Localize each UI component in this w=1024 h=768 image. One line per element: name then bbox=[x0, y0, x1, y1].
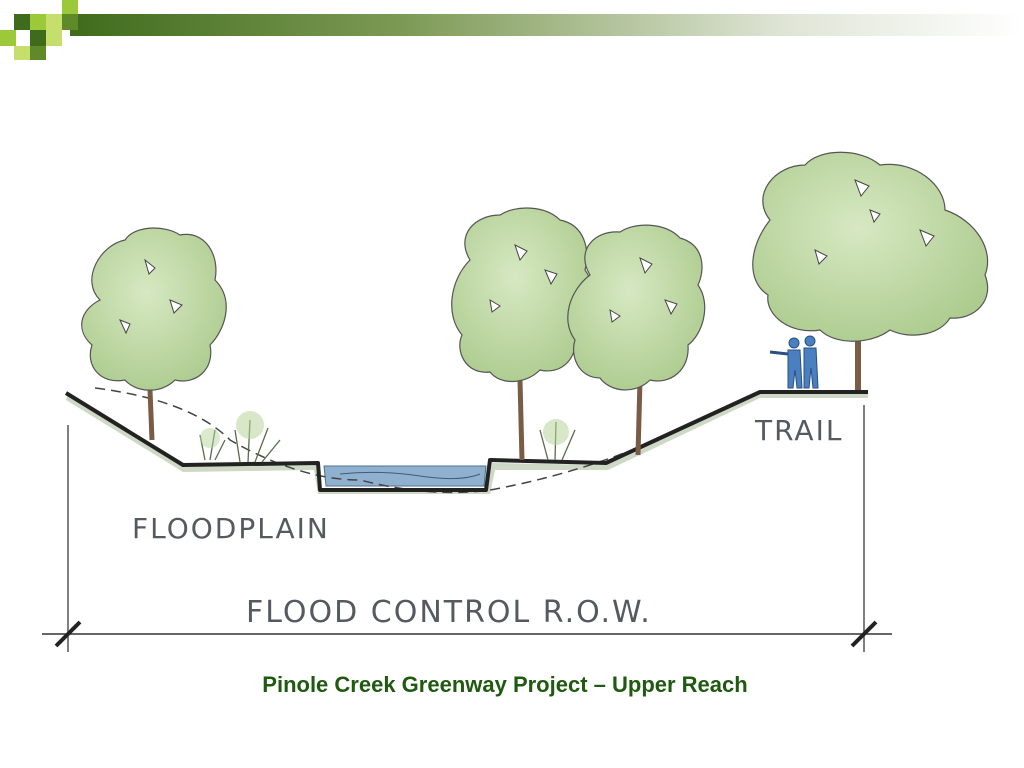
ground-shading bbox=[66, 392, 868, 494]
people-figures bbox=[769, 335, 819, 389]
label-trail: TRAIL bbox=[754, 414, 843, 447]
tree-center-right bbox=[567, 224, 706, 456]
label-floodplain: FLOODPLAIN bbox=[132, 512, 330, 545]
slide-caption: Pinole Creek Greenway Project – Upper Re… bbox=[262, 672, 748, 697]
ground-profile-line bbox=[64, 390, 868, 492]
header-gradient-stripe bbox=[70, 14, 1024, 36]
header-bar bbox=[0, 0, 1024, 60]
row-tick-right bbox=[850, 620, 878, 648]
water-ripple bbox=[339, 471, 481, 480]
label-flood-control-row: FLOOD CONTROL R.O.W. bbox=[246, 595, 652, 630]
shrubs-left bbox=[199, 411, 281, 463]
header-checker-logo bbox=[0, 0, 78, 60]
shrub-center bbox=[539, 419, 576, 461]
tree-right bbox=[752, 151, 989, 390]
creek-water bbox=[323, 465, 487, 487]
tree-left bbox=[81, 227, 227, 441]
existing-grade-dashed-line bbox=[94, 387, 761, 494]
row-tick-left bbox=[54, 620, 82, 648]
